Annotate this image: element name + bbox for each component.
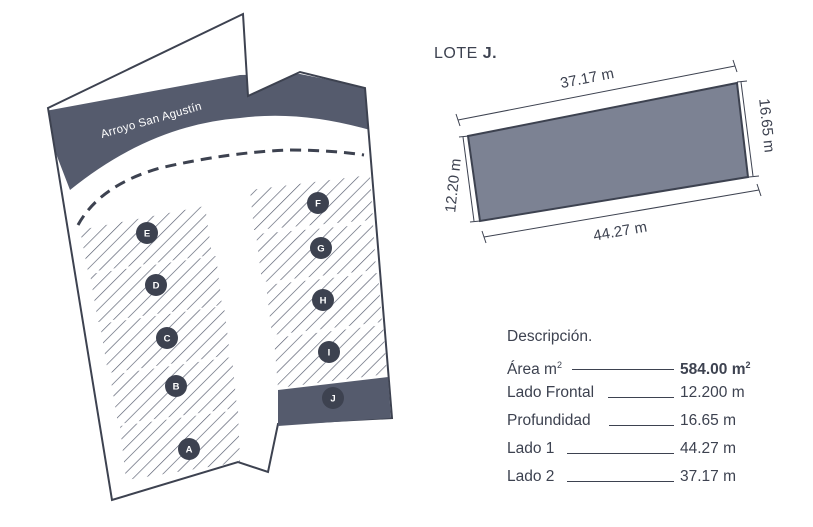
row-value: 12.200 m bbox=[680, 384, 745, 401]
lot-marker-J[interactable]: J bbox=[322, 387, 344, 409]
row-label: Lado Frontal bbox=[507, 384, 595, 401]
lot-marker-label: H bbox=[320, 296, 327, 307]
lot-marker-label: J bbox=[330, 394, 335, 405]
description-panel: Descripción. Área m2 584.00 m2 Lado Fron… bbox=[507, 323, 807, 491]
row-label: Área m2 bbox=[507, 360, 562, 378]
description-row-depth: Profundidad 16.65 m bbox=[507, 407, 807, 435]
creek-band bbox=[48, 74, 370, 190]
description-row-area: Área m2 584.00 m2 bbox=[507, 351, 807, 379]
description-row-side-1: Lado 1 44.27 m bbox=[507, 435, 807, 463]
lot-marker-E[interactable]: E bbox=[136, 222, 158, 244]
setback-dashed-line bbox=[76, 148, 365, 226]
description-row-side-2: Lado 2 37.17 m bbox=[507, 463, 807, 491]
description-row-front: Lado Frontal 12.200 m bbox=[507, 379, 807, 407]
dimension-bottom-label: 44.27 m bbox=[592, 218, 648, 244]
row-leader-line bbox=[567, 453, 674, 454]
row-leader-line bbox=[572, 369, 674, 370]
lot-marker-label: E bbox=[144, 229, 150, 240]
lot-marker-H[interactable]: H bbox=[312, 289, 334, 311]
lot-marker-G[interactable]: G bbox=[310, 237, 332, 259]
lot-title-letter: J. bbox=[482, 45, 498, 62]
lot-marker-label: D bbox=[153, 281, 160, 292]
dimension-left-label: 12.20 m bbox=[442, 158, 465, 214]
lot-marker-A[interactable]: A bbox=[178, 438, 200, 460]
row-value: 16.65 m bbox=[680, 412, 737, 429]
lot-marker-label: B bbox=[173, 382, 180, 393]
site-boundary bbox=[46, 12, 394, 502]
description-title: Descripción. bbox=[507, 328, 593, 345]
lot-drawing: 37.17 m 16.65 m 12.20 m 44.27 m bbox=[442, 59, 778, 245]
lot-title: LOTE J. bbox=[434, 45, 497, 63]
lot-marker-B[interactable]: B bbox=[165, 375, 187, 397]
row-value: 37.17 m bbox=[680, 468, 737, 485]
row-label: Lado 2 bbox=[507, 468, 555, 485]
lot-marker-label: F bbox=[315, 199, 321, 210]
lot-marker-label: A bbox=[186, 445, 193, 456]
dimension-bottom bbox=[481, 183, 762, 244]
lot-marker-label: I bbox=[328, 348, 331, 359]
lot-title-prefix: LOTE bbox=[434, 45, 478, 62]
dimension-top bbox=[455, 59, 738, 127]
lot-marker-D[interactable]: D bbox=[145, 274, 167, 296]
lot-marker-C[interactable]: C bbox=[156, 327, 178, 349]
row-value: 584.00 m2 bbox=[680, 360, 751, 378]
row-leader-line bbox=[609, 425, 674, 426]
row-leader-line bbox=[567, 481, 674, 482]
row-leader-line bbox=[608, 397, 674, 398]
dimension-right-label: 16.65 m bbox=[755, 98, 778, 154]
row-value: 44.27 m bbox=[680, 440, 737, 457]
dimension-top-label: 37.17 m bbox=[559, 65, 615, 92]
site-plan: Arroyo San Agustín A B C D E F G H I J bbox=[46, 12, 394, 502]
lot-marker-F[interactable]: F bbox=[307, 192, 329, 214]
dimension-left bbox=[458, 135, 481, 223]
row-label: Profundidad bbox=[507, 412, 591, 429]
lot-marker-I[interactable]: I bbox=[318, 341, 340, 363]
row-label: Lado 1 bbox=[507, 440, 555, 457]
lot-j-shape bbox=[466, 81, 750, 223]
lot-marker-label: G bbox=[317, 244, 324, 255]
lot-marker-label: C bbox=[164, 334, 171, 345]
dimension-right bbox=[736, 80, 760, 178]
